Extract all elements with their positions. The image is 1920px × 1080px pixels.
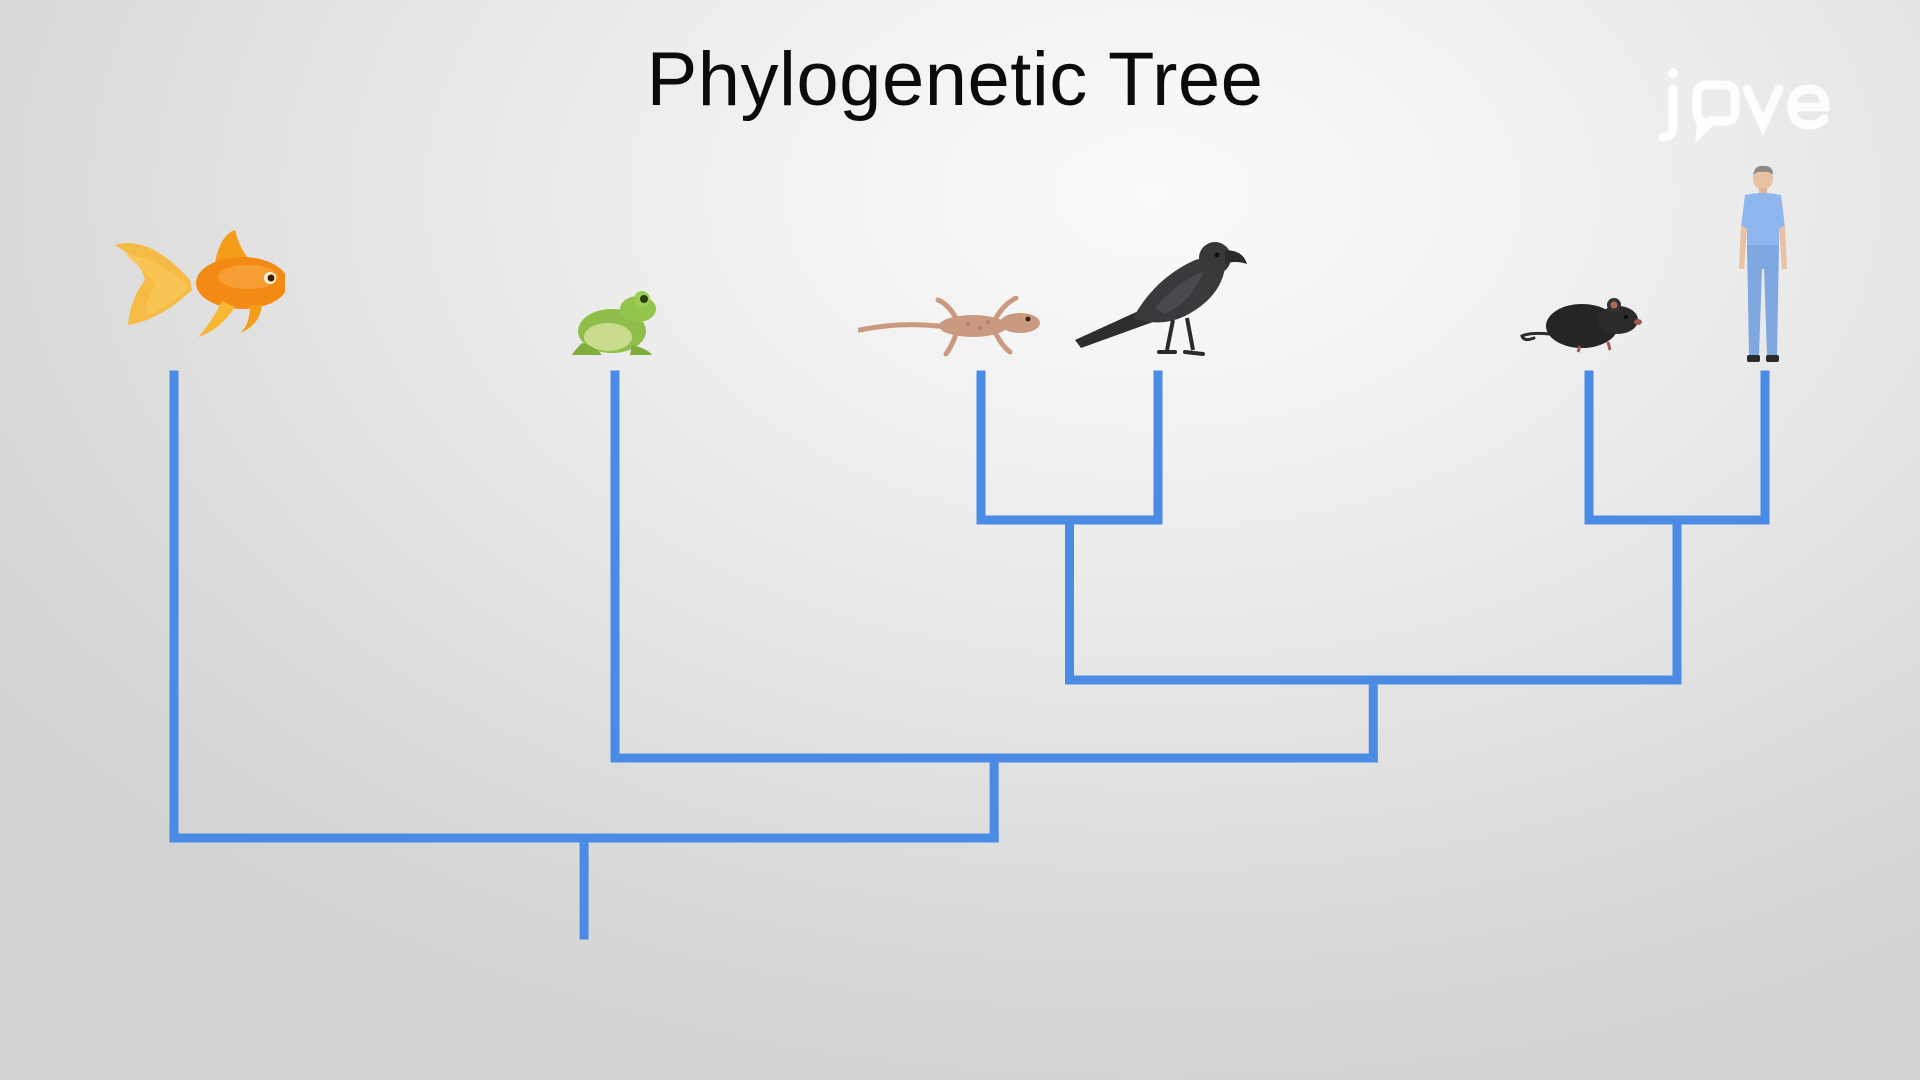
lizard-icon	[858, 296, 1040, 357]
mouse-icon	[1520, 298, 1642, 353]
human-icon	[1739, 165, 1787, 362]
frog-icon	[572, 291, 656, 355]
goldfish-icon	[115, 230, 285, 337]
page-title: Phylogenetic Tree	[646, 37, 1264, 122]
jove-logo	[1658, 68, 1830, 144]
crow-icon	[1075, 242, 1247, 356]
